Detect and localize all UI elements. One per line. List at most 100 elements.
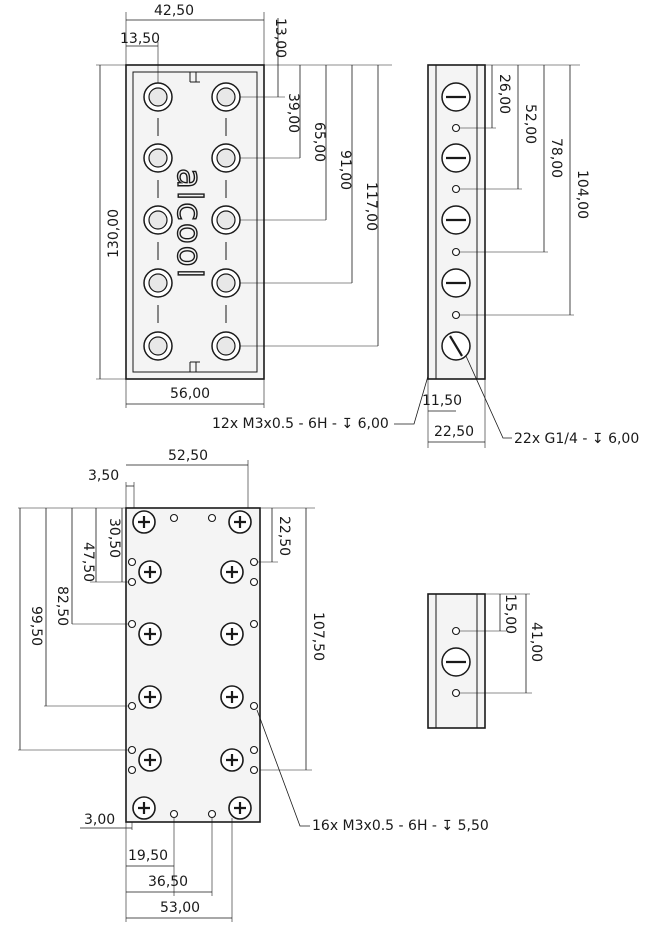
top-view-ports: [143, 82, 241, 361]
top-view: alcool 42,50 13,50 13,00 39,00 65,00 91,…: [96, 3, 446, 432]
hole: [451, 247, 461, 257]
leader-line: [256, 709, 310, 827]
hole: [451, 184, 461, 194]
screw: [220, 685, 244, 709]
port-inner: [148, 148, 168, 168]
screw: [228, 796, 252, 820]
screw: [138, 748, 162, 772]
hole: [169, 809, 179, 819]
screw: [138, 622, 162, 646]
hole: [451, 626, 461, 636]
brand-logo: alcool: [169, 168, 209, 280]
hole: [249, 557, 259, 567]
dim-52: 52,00: [522, 104, 538, 144]
screw: [220, 560, 244, 584]
screw: [132, 796, 156, 820]
dim-26: 26,00: [496, 74, 512, 114]
dim-22-50-right: 22,50: [276, 516, 292, 556]
hole: [249, 701, 259, 711]
hole: [207, 513, 217, 523]
screw: [138, 560, 162, 584]
hole: [127, 765, 137, 775]
port-inner: [148, 87, 168, 107]
dim-15-00: 15,00: [502, 594, 518, 634]
ext-line: [125, 12, 265, 65]
port-inner: [148, 336, 168, 356]
dim-lines-right: [491, 65, 571, 315]
dim-lines-right: [499, 594, 527, 693]
dim-78: 78,00: [548, 138, 564, 178]
port-inner: [216, 273, 236, 293]
dim-65: 65,00: [311, 122, 327, 162]
dim-47-50: 47,50: [80, 542, 96, 582]
ext-line: [125, 460, 249, 508]
side-view-ports: [441, 82, 471, 361]
dim-36-50: 36,50: [148, 874, 188, 890]
hole: [249, 765, 259, 775]
hole: [127, 701, 137, 711]
note-holes-bottom: 16x M3x0.5 - 6H - ↧ 5,50: [312, 818, 489, 834]
end-view-inner-lines: [435, 594, 478, 728]
dim-13: 13,00: [272, 18, 288, 58]
dim-99-50: 99,50: [28, 606, 44, 646]
corner-bracket-top: [189, 72, 200, 83]
side-view: 26,00 52,00 78,00 104,00 11,50 22,50 22x…: [422, 64, 639, 448]
port-inner: [216, 336, 236, 356]
bottom-view-holes: [127, 513, 259, 819]
hole: [127, 745, 137, 755]
screw: [220, 622, 244, 646]
hole: [249, 577, 259, 587]
dim-82-50: 82,50: [54, 586, 70, 626]
dim-3-00: 3,00: [84, 812, 115, 828]
bottom-view-outline: [125, 507, 261, 823]
end-view: 15,00 41,00: [427, 593, 544, 729]
dim-lines-right: [277, 18, 379, 346]
hole: [451, 123, 461, 133]
dim-117: 117,00: [363, 182, 379, 231]
dim-104: 104,00: [574, 170, 590, 219]
screw: [138, 685, 162, 709]
dim-19-50: 19,50: [128, 848, 168, 864]
dim-11-50: 11,50: [422, 393, 462, 409]
ext-lines-right: [460, 64, 580, 316]
ext-lines-bottom: [125, 818, 233, 922]
dim-width-top: 42,50: [154, 3, 194, 19]
port-inner: [148, 273, 168, 293]
dim-39: 39,00: [285, 93, 301, 133]
ext-line: [96, 64, 126, 380]
dim-53-00: 53,00: [160, 900, 200, 916]
dim-height-total: 130,00: [106, 209, 122, 258]
hole: [127, 619, 137, 629]
port-inner: [216, 148, 236, 168]
corner-bracket-bottom: [189, 361, 200, 372]
port-inner: [216, 210, 236, 230]
leader-line: [465, 355, 512, 439]
hole: [249, 619, 259, 629]
dim-lines-top: [126, 464, 248, 487]
hole: [249, 745, 259, 755]
dim-lines-bottom: [428, 410, 485, 443]
bottom-view-screws: [132, 510, 252, 820]
dim-91: 91,00: [337, 150, 353, 190]
note-ports-side: 22x G1/4 - ↧ 6,00: [514, 431, 639, 447]
note-thread-top: 12x M3x0.5 - 6H - ↧ 6,00: [212, 416, 389, 432]
screw: [220, 748, 244, 772]
dim-lines-left: [19, 508, 123, 750]
hole: [127, 577, 137, 587]
bottom-view: 52,50 3,50 22,50 107,50 30,50 47,50 82,5…: [18, 448, 489, 922]
dim-41-00: 41,00: [528, 622, 544, 662]
screw: [132, 510, 156, 534]
ext-lines-right: [460, 593, 532, 694]
hole: [451, 688, 461, 698]
port-guide-ticks: [157, 118, 227, 323]
ext-line: [125, 379, 265, 408]
port-slot: [449, 335, 463, 357]
port-inner: [216, 87, 236, 107]
side-view-holes: [451, 123, 461, 320]
hole: [451, 310, 461, 320]
ext-lines-right: [240, 64, 392, 347]
top-view-inner-outline: [132, 71, 258, 373]
dim-lines-bottom: [80, 827, 232, 919]
dim-52-50: 52,50: [168, 448, 208, 464]
